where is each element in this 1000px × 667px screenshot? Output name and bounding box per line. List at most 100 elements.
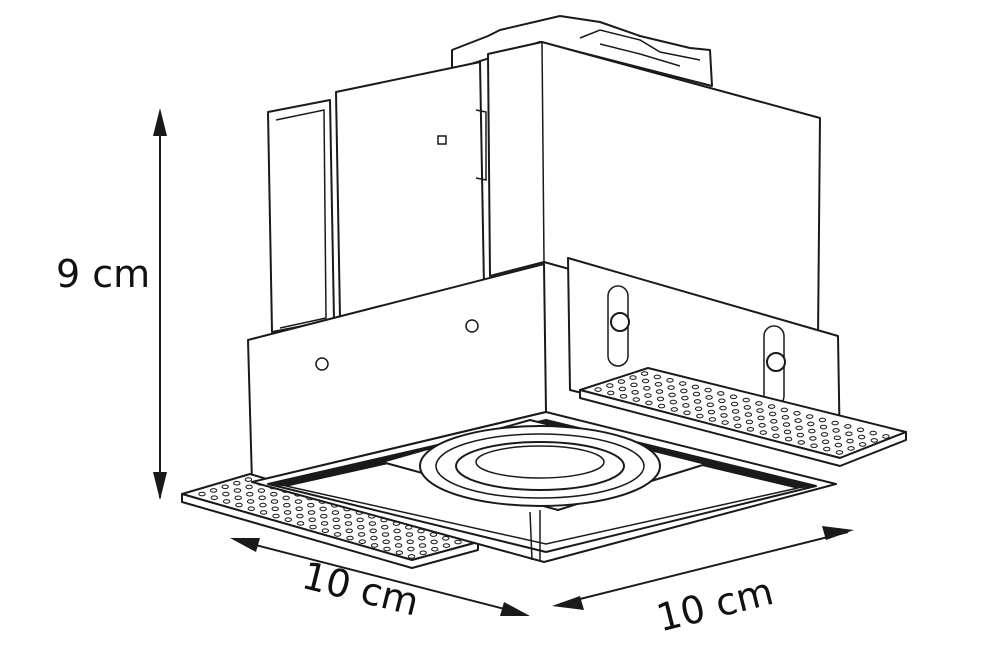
- perforation-hole: [245, 484, 253, 490]
- perforation-hole: [618, 386, 627, 392]
- perforation-hole: [810, 443, 818, 449]
- perforation-hole: [607, 390, 615, 396]
- depth-dimension: [230, 538, 530, 616]
- perforation-hole: [806, 414, 814, 419]
- perforation-hole: [395, 550, 403, 556]
- perforation-hole: [345, 528, 353, 534]
- perforation-hole: [381, 532, 390, 537]
- perforation-hole: [693, 399, 702, 404]
- arrow-down-icon: [153, 472, 167, 500]
- perforation-hole: [344, 513, 352, 519]
- perforation-hole: [870, 438, 878, 443]
- perforation-hole: [246, 499, 255, 504]
- perforation-hole: [653, 374, 661, 380]
- perforation-hole: [707, 409, 716, 415]
- perforation-hole: [296, 521, 305, 526]
- perforation-hole: [745, 419, 754, 425]
- perforation-hole: [407, 554, 416, 559]
- perforation-hole: [793, 411, 801, 416]
- perforation-hole: [370, 543, 379, 548]
- perforation-hole: [742, 397, 750, 403]
- perforation-hole: [758, 423, 766, 428]
- perforation-hole: [807, 421, 815, 427]
- perforation-hole: [795, 425, 803, 431]
- height-dimension: [153, 108, 167, 500]
- perforation-hole: [283, 502, 291, 508]
- arrow-up-icon: [153, 108, 167, 136]
- perforation-hole: [733, 416, 741, 421]
- perforation-hole: [308, 517, 316, 523]
- perforation-hole: [706, 402, 714, 408]
- square-trim: [251, 411, 837, 563]
- perforation-hole: [294, 499, 303, 504]
- perforation-hole: [718, 398, 726, 404]
- perforation-hole: [619, 394, 628, 399]
- left-flange: [181, 473, 479, 569]
- perforation-hole: [819, 424, 828, 430]
- perforation-hole: [370, 535, 378, 541]
- perforation-hole: [246, 491, 254, 497]
- perforation-hole: [247, 506, 256, 512]
- perforation-hole: [844, 424, 852, 429]
- screw-icon: [766, 352, 786, 372]
- perforation-hole: [307, 502, 315, 508]
- perforation-hole: [233, 480, 241, 486]
- perforation-hole: [823, 446, 831, 452]
- perforation-hole: [743, 405, 751, 410]
- perforation-hole: [691, 384, 700, 390]
- perforation-hole: [683, 410, 691, 416]
- perforation-hole: [257, 488, 266, 493]
- perforation-hole: [309, 524, 317, 530]
- perforation-hole: [720, 413, 728, 418]
- perforation-hole: [282, 495, 290, 501]
- perforation-hole: [368, 521, 377, 526]
- perforation-hole: [669, 399, 677, 405]
- perforation-hole: [270, 491, 278, 497]
- perforation-hole: [729, 394, 738, 400]
- perforation-hole: [746, 427, 755, 432]
- perforation-hole: [794, 418, 802, 423]
- perforation-hole: [782, 422, 791, 427]
- perforation-hole: [680, 388, 688, 394]
- perforation-hole: [668, 392, 676, 398]
- perforation-hole: [407, 546, 415, 552]
- perforation-hole: [756, 408, 764, 413]
- perforation-hole: [692, 391, 701, 397]
- perforation-hole: [869, 430, 877, 436]
- perforation-hole: [705, 395, 713, 400]
- perforation-hole: [442, 543, 451, 548]
- perforation-hole: [757, 415, 765, 421]
- arrow-right-icon: [500, 602, 530, 616]
- perforation-hole: [708, 417, 717, 422]
- perforation-hole: [656, 396, 665, 402]
- perforation-hole: [730, 401, 739, 407]
- perforation-hole: [320, 513, 328, 519]
- perforation-hole: [234, 495, 242, 501]
- perforation-hole: [640, 371, 649, 376]
- perforation-hole: [394, 535, 402, 541]
- perforation-hole: [645, 400, 653, 406]
- arrow-left-icon: [230, 538, 260, 552]
- perforation-hole: [759, 430, 767, 435]
- perforation-hole: [682, 403, 690, 408]
- perforation-hole: [331, 510, 340, 515]
- perforation-hole: [734, 423, 742, 429]
- perforation-hole: [198, 491, 206, 497]
- perforation-hole: [820, 432, 829, 437]
- perforation-hole: [670, 407, 678, 412]
- perforation-hole: [319, 506, 327, 512]
- perforation-hole: [296, 513, 304, 519]
- perforation-hole: [768, 411, 777, 417]
- perforation-hole: [744, 412, 753, 417]
- perforation-hole: [767, 404, 776, 409]
- perforation-hole: [644, 393, 652, 398]
- perforation-hole: [210, 495, 219, 501]
- perforation-hole: [780, 407, 788, 413]
- lens-icon: [455, 441, 625, 491]
- width-label: 10 cm: [652, 569, 777, 640]
- perforation-hole: [295, 506, 303, 512]
- perforation-hole: [834, 442, 843, 448]
- perforation-hole: [369, 528, 377, 534]
- perforation-hole: [681, 395, 689, 401]
